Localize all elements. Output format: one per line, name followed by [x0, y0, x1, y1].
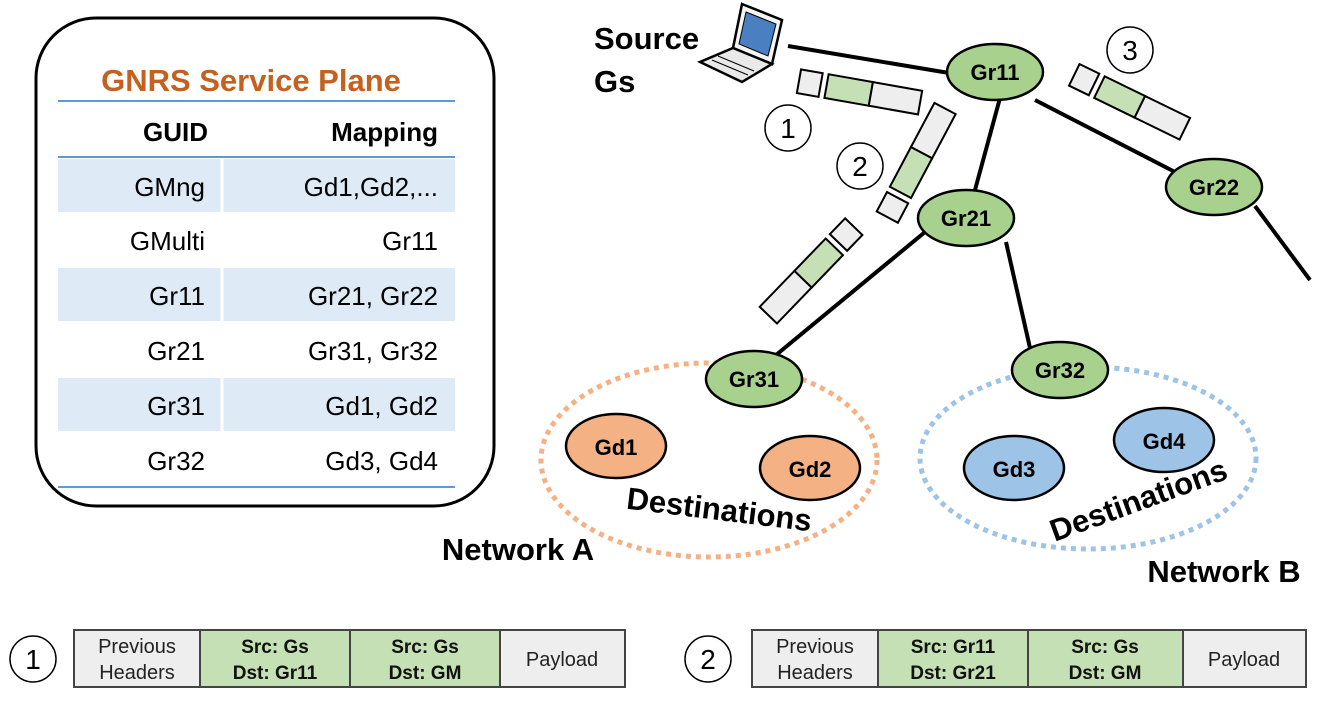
inner-header-cell [349, 629, 501, 688]
packet-detail-marker [9, 635, 57, 683]
inner-header-src: Src: Gs [1071, 637, 1139, 658]
outer-header-src: Src: Gr11 [911, 637, 996, 658]
destination-gd2: Gd2 [758, 434, 862, 502]
step-marker-3: 3 [1106, 26, 1154, 74]
outer-header-cell [877, 629, 1029, 688]
destination-label: Gd2 [789, 457, 832, 482]
destination-gd1: Gd1 [564, 412, 668, 480]
source-label: Source [594, 21, 699, 56]
table-cell-guid: Gr31 [147, 391, 205, 421]
packet-detail-1: 1 Previous Headers Src: Gs Dst: Gr11 Src… [9, 629, 626, 688]
table-cell-guid: GMulti [130, 226, 205, 256]
table-cell-guid: Gr21 [147, 336, 205, 366]
inner-header-dst: Dst: GM [389, 663, 462, 684]
link-gr22-out [1253, 204, 1312, 282]
packet-step-3 [1067, 62, 1192, 141]
link-gr21-gr31 [768, 230, 927, 362]
link-source-gr11 [787, 44, 956, 76]
outer-header-src: Src: Gs [241, 637, 309, 658]
table-cell-mapping: Gr21, Gr22 [308, 281, 438, 311]
table-cell-mapping: Gr31, Gr32 [308, 336, 438, 366]
column-header-mapping: Mapping [331, 117, 438, 147]
destination-label: Gd3 [993, 457, 1036, 482]
link-gr21-gr32 [1004, 241, 1032, 349]
laptop-icon [696, 2, 784, 84]
table-cell-guid: GMng [134, 172, 205, 202]
packet-detail-number: 1 [25, 644, 41, 675]
previous-headers-line2: Headers [99, 662, 175, 684]
service-plane-title: GNRS Service Plane [101, 63, 401, 98]
packet-detail-number: 2 [700, 644, 716, 675]
router-gr31: Gr31 [704, 349, 804, 409]
source-guid-label: Gs [594, 64, 635, 99]
table-cell-mapping: Gd1, Gd2 [325, 391, 438, 421]
step-number: 3 [1122, 35, 1138, 66]
router-label: Gr22 [1189, 175, 1239, 200]
table-cell-guid: Gr11 [149, 281, 205, 311]
table-cell-mapping: Gd1,Gd2,... [304, 172, 438, 202]
outer-header-cell [199, 629, 351, 688]
table-cell-mapping: Gd3, Gd4 [325, 446, 438, 476]
network-links [768, 44, 1312, 362]
router-label: Gr21 [941, 206, 991, 231]
table-row-band [58, 378, 455, 431]
destination-label: Gd4 [1143, 429, 1187, 454]
router-label: Gr31 [729, 367, 779, 392]
payload-label: Payload [1208, 649, 1280, 671]
packet-step-2 [875, 101, 957, 225]
payload-label: Payload [526, 649, 598, 671]
link-gr11-gr22 [1034, 98, 1176, 174]
destination-gd4: Gd4 [1112, 406, 1216, 474]
previous-headers-line1: Previous [776, 636, 854, 658]
previous-headers-line1: Previous [98, 636, 176, 658]
router-label: Gr11 [971, 60, 1020, 85]
table-cell-guid: Gr32 [147, 446, 205, 476]
network-a-label: Network A [442, 532, 594, 567]
inner-header-src: Src: Gs [391, 637, 459, 658]
column-header-guid: GUID [143, 117, 208, 147]
router-gr22: Gr22 [1164, 157, 1264, 217]
table-row-band [58, 268, 455, 321]
network-b-label: Network B [1147, 554, 1300, 589]
outer-header-dst: Dst: Gr11 [233, 663, 318, 684]
router-gr21: Gr21 [916, 188, 1016, 248]
packet-step-1 [795, 68, 924, 116]
destination-gd3: Gd3 [962, 434, 1066, 502]
destination-label: Gd1 [595, 435, 638, 460]
packet-step-2b [758, 216, 864, 325]
inner-header-dst: Dst: GM [1069, 663, 1142, 684]
network-a-ring [538, 360, 880, 560]
router-label: Gr32 [1035, 358, 1085, 383]
step-marker-1: 1 [764, 104, 812, 152]
step-marker-2: 2 [836, 142, 884, 190]
gnrs-service-plane: GNRS Service Plane GUID Mapping GMng Gd1… [34, 16, 496, 508]
step-number: 2 [852, 151, 868, 182]
link-gr11-gr21 [973, 97, 1002, 191]
packet-detail-marker [684, 635, 732, 683]
router-gr11: Gr11 [945, 42, 1045, 102]
previous-headers-line2: Headers [777, 662, 853, 684]
payload-cell [1182, 629, 1307, 688]
payload-cell [499, 629, 626, 688]
outer-header-dst: Dst: Gr21 [910, 663, 996, 684]
packet-detail-2: 2 Previous Headers Src: Gr11 Dst: Gr21 S… [684, 629, 1307, 688]
step-number: 1 [780, 113, 796, 144]
table-cell-mapping: Gr11 [382, 226, 438, 256]
table-row-band [58, 159, 455, 212]
router-gr32: Gr32 [1010, 340, 1110, 400]
